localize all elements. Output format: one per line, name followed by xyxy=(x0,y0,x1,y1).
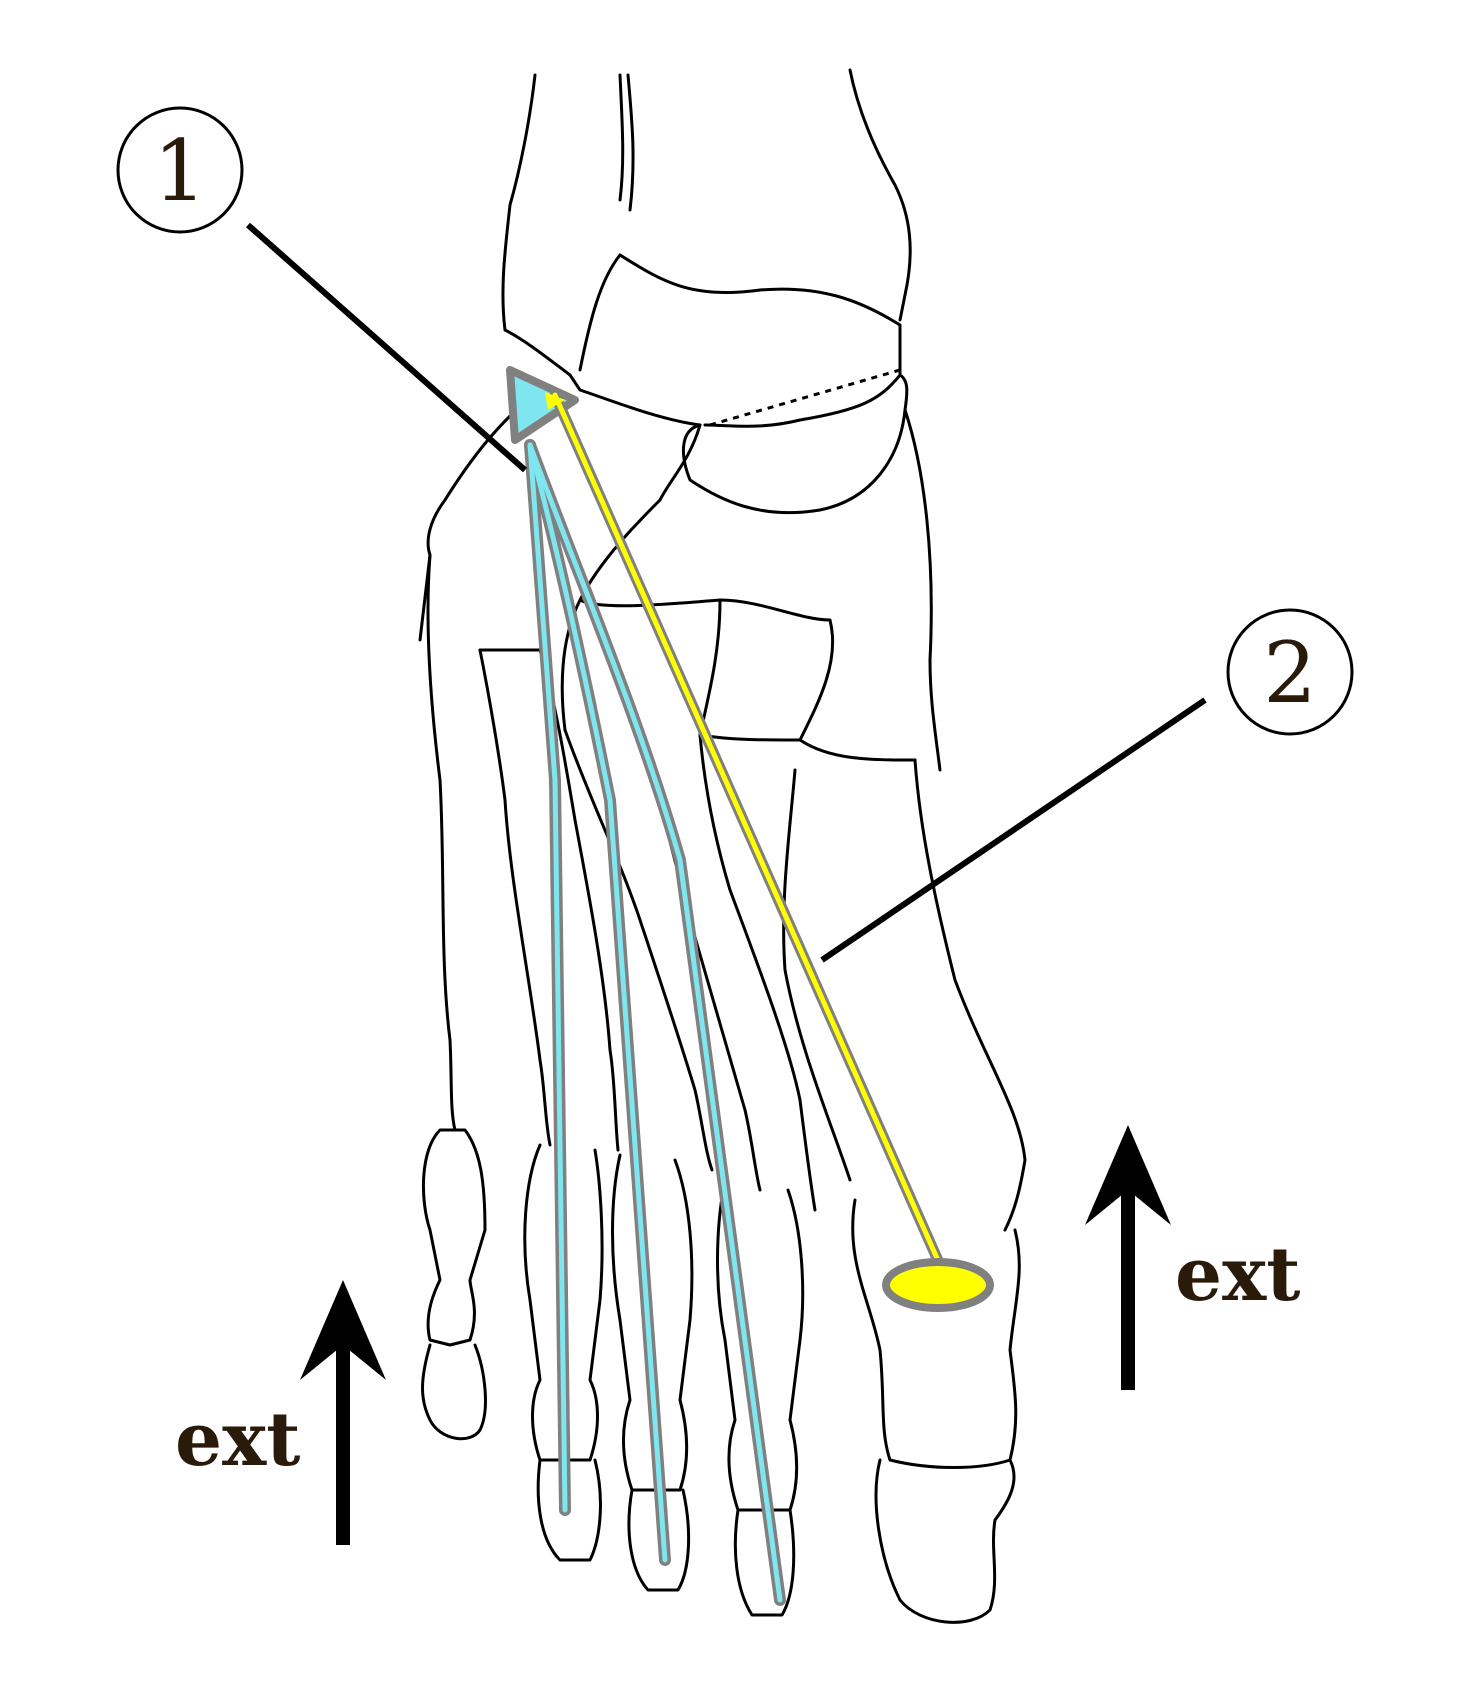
arrow-left-label: ext xyxy=(175,1397,300,1483)
callout-2-leader xyxy=(820,697,1207,963)
tendon-1-branch-c xyxy=(527,442,783,1603)
talus-head xyxy=(578,253,702,502)
callout-1: 1 xyxy=(116,106,527,473)
foot-skeleton xyxy=(418,68,1027,1624)
callout-2-number: 2 xyxy=(1263,624,1316,722)
tendon-2-insertion xyxy=(882,1258,994,1312)
tendon-2-origin-marker xyxy=(545,392,565,410)
callout-1-circle xyxy=(116,106,244,234)
tendon-2-yellow xyxy=(545,389,994,1312)
tendon-1-cyan xyxy=(506,366,786,1606)
tibia-outline xyxy=(501,68,912,332)
ext-arrow-right: ext xyxy=(1085,1125,1300,1390)
arrow-right-head-icon xyxy=(1085,1125,1171,1225)
tendon-2-line xyxy=(552,392,943,1268)
ext-arrow-left: ext xyxy=(175,1280,386,1545)
talus-dotted-line xyxy=(709,368,901,427)
callout-1-number: 1 xyxy=(153,122,206,220)
tendon-1-origin-marker xyxy=(506,366,579,444)
metatarsal-outline xyxy=(426,553,1027,1232)
callout-2-circle xyxy=(1226,608,1354,736)
arrow-right-label: ext xyxy=(1175,1232,1300,1318)
tendon-1-branch-b xyxy=(527,442,668,1563)
callout-2: 2 xyxy=(820,608,1354,963)
callout-1-leader xyxy=(246,222,527,473)
tarsal-outline xyxy=(418,388,942,772)
talus-outline xyxy=(503,253,909,515)
tendon-1-branch-a xyxy=(527,442,568,1513)
arrow-left-head-icon xyxy=(300,1280,386,1380)
